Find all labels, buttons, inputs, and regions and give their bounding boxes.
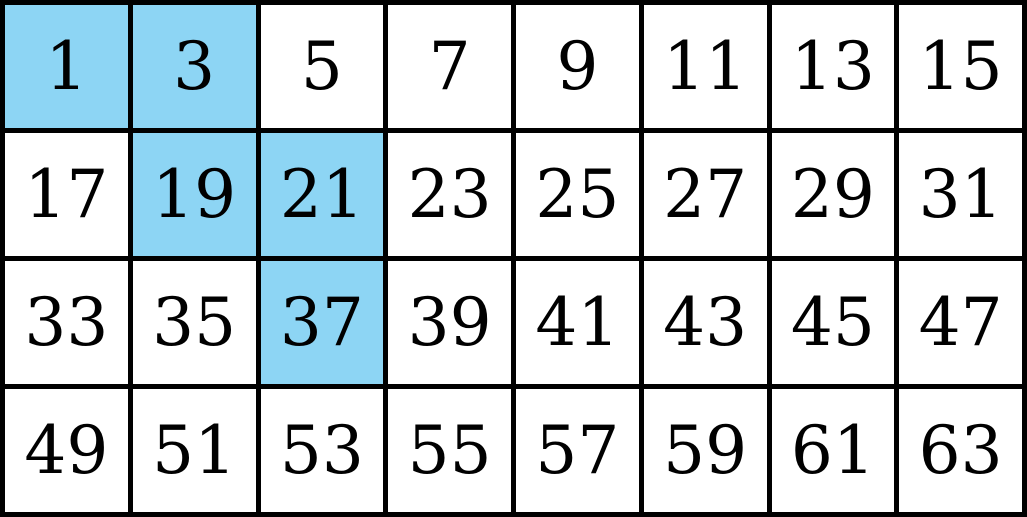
grid-cell: 13 (771, 5, 900, 133)
grid-cell: 49 (5, 389, 133, 517)
grid-cell: 57 (516, 389, 644, 517)
grid-cell-highlighted: 19 (132, 133, 261, 261)
grid-cell: 11 (643, 5, 772, 133)
grid-cell: 7 (388, 5, 516, 133)
grid-cell: 25 (516, 133, 644, 261)
grid-cell-highlighted: 1 (5, 5, 133, 133)
grid-cell: 55 (388, 389, 516, 517)
grid-cell-highlighted: 21 (260, 133, 389, 261)
grid-cell: 9 (516, 5, 644, 133)
grid-cell: 63 (899, 389, 1027, 517)
grid-cell: 53 (260, 389, 389, 517)
grid-cell: 45 (771, 261, 900, 389)
grid-cell-highlighted: 3 (132, 5, 261, 133)
grid-cell: 27 (643, 133, 772, 261)
grid-cell: 15 (899, 5, 1027, 133)
grid-cell: 59 (643, 389, 772, 517)
grid-cell: 17 (5, 133, 133, 261)
grid-cell: 5 (260, 5, 389, 133)
grid-cell: 35 (132, 261, 261, 389)
grid-cell: 33 (5, 261, 133, 389)
grid-cell: 39 (388, 261, 516, 389)
grid-cell: 61 (771, 389, 900, 517)
grid-cell: 47 (899, 261, 1027, 389)
grid-cell: 31 (899, 133, 1027, 261)
grid-cell: 23 (388, 133, 516, 261)
grid-cell-highlighted: 37 (260, 261, 389, 389)
grid-cell: 29 (771, 133, 900, 261)
grid-cell: 51 (132, 389, 261, 517)
grid-cell: 43 (643, 261, 772, 389)
grid-cell: 41 (516, 261, 644, 389)
